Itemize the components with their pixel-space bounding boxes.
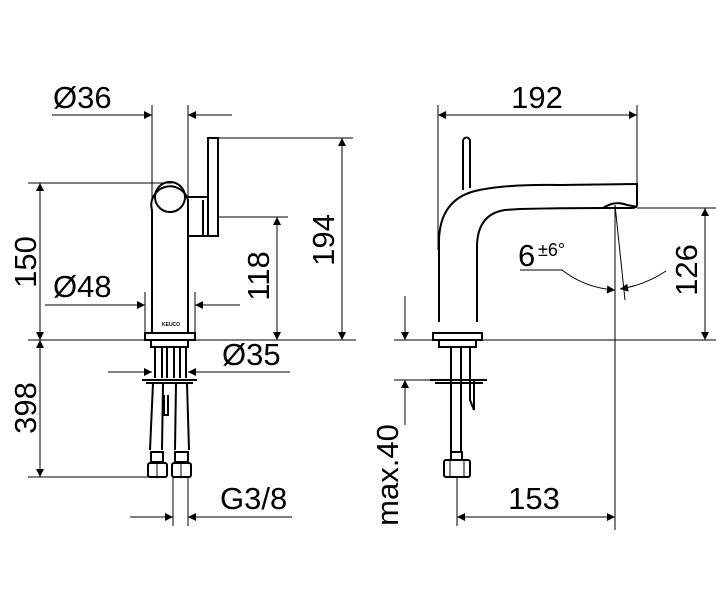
dimension-label-max40: max.40 <box>370 424 405 526</box>
dimension-label-192: 192 <box>511 80 563 115</box>
front-view: KEUCO Ø36 150 Ø48 118 <box>8 80 356 526</box>
supply-pipe <box>450 347 475 452</box>
base-plate <box>144 332 196 341</box>
dimension-label-153: 153 <box>508 481 560 516</box>
side-view: 192 126 6 ±6° max.40 153 <box>370 80 716 530</box>
mounting-plate <box>430 379 487 384</box>
body-top-circle <box>154 181 186 213</box>
supply-pipes <box>154 347 187 378</box>
dimension-label-126: 126 <box>669 244 704 296</box>
dimension-label-194: 194 <box>306 214 341 266</box>
dimension-label-150: 150 <box>8 236 43 288</box>
angle-tolerance: ±6° <box>538 240 565 260</box>
aerator <box>602 202 638 209</box>
nut-facets <box>156 463 182 477</box>
nut-facets <box>449 460 465 477</box>
angle-label: 6 <box>518 238 535 273</box>
angle-arc-right <box>619 270 667 292</box>
lever-connector <box>188 196 208 237</box>
base-plate <box>432 332 483 341</box>
lever <box>462 136 471 190</box>
hose-nut <box>443 459 471 478</box>
dimension-label-118: 118 <box>241 251 276 300</box>
hose-ferrules <box>150 451 189 463</box>
dimension-label-398: 398 <box>8 382 43 434</box>
dimension-label-d48: Ø48 <box>53 269 112 304</box>
hose-clip <box>163 395 169 416</box>
shank-top <box>150 339 189 348</box>
angle-arc-left <box>520 269 616 294</box>
dimension-label-d36: Ø36 <box>53 80 112 115</box>
dimension-label-d35: Ø35 <box>222 337 281 372</box>
mounting-plate <box>142 379 197 384</box>
logo: KEUCO <box>162 322 180 328</box>
spray-angle-line <box>614 204 626 301</box>
shank-top <box>438 339 477 348</box>
hose-ferrule <box>450 451 463 461</box>
lever <box>207 137 219 237</box>
hoses <box>149 382 190 451</box>
body <box>150 185 189 332</box>
dimension-label-g38: G3/8 <box>220 481 287 516</box>
